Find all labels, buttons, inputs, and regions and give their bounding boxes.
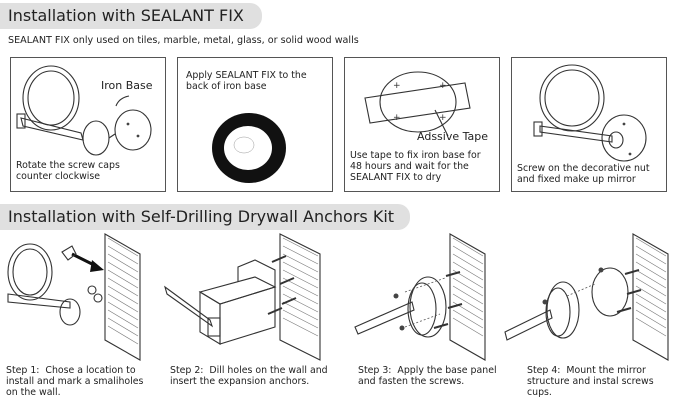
section-sealant-title: Installation with SEALANT FIX	[0, 3, 262, 29]
step-3-illustration	[354, 233, 486, 361]
step-4-illustration	[504, 233, 669, 361]
sealant-usage-note: SEALANT FIX only used on tiles, marble, …	[8, 35, 359, 46]
sealant-panel-screw-nut: Screw on the decorative nut and fixed ma…	[511, 57, 667, 192]
panel-4-caption: Screw on the decorative nut and fixed ma…	[517, 163, 650, 185]
mounted-mirror-illustration	[533, 64, 647, 162]
svg-text:+: +	[439, 113, 447, 123]
step-1-caption: Step 1: Chose a location to install and …	[6, 365, 144, 398]
adhesive-tape-label: Adssive Tape	[417, 130, 488, 143]
svg-text:+: +	[439, 81, 447, 91]
sealant-panel-tape: + + + + Adssive Tape Use tape to fix iro…	[344, 57, 500, 192]
step-1-illustration	[7, 233, 141, 361]
iron-base-label: Iron Base	[101, 79, 153, 92]
svg-text:+: +	[393, 81, 401, 91]
step-2-caption: Step 2: Dill holes on the wall and inser…	[170, 365, 328, 387]
section-drywall-title: Installation with Self-Drilling Drywall …	[0, 204, 410, 230]
iron-base-sealant-ring-illustration	[212, 113, 286, 183]
sealant-panel-rotate-caps: Iron Base Rotate the screw caps counter …	[10, 57, 166, 192]
svg-text:+: +	[393, 113, 401, 123]
mirror-with-arm-illustration	[16, 65, 152, 156]
step-4-caption: Step 4: Mount the mirror structure and i…	[527, 365, 654, 398]
panel-1-caption: Rotate the screw caps counter clockwise	[16, 160, 120, 182]
step-3-caption: Step 3: Apply the base panel and fasten …	[358, 365, 497, 387]
panel-3-caption: Use tape to fix iron base for 48 hours a…	[350, 150, 481, 183]
panel-2-caption: Apply SEALANT FIX to the back of iron ba…	[186, 70, 307, 92]
sealant-panel-apply: Apply SEALANT FIX to the back of iron ba…	[177, 57, 333, 192]
step-2-illustration	[164, 233, 321, 361]
tape-fixing-illustration: + + + +	[364, 71, 471, 137]
